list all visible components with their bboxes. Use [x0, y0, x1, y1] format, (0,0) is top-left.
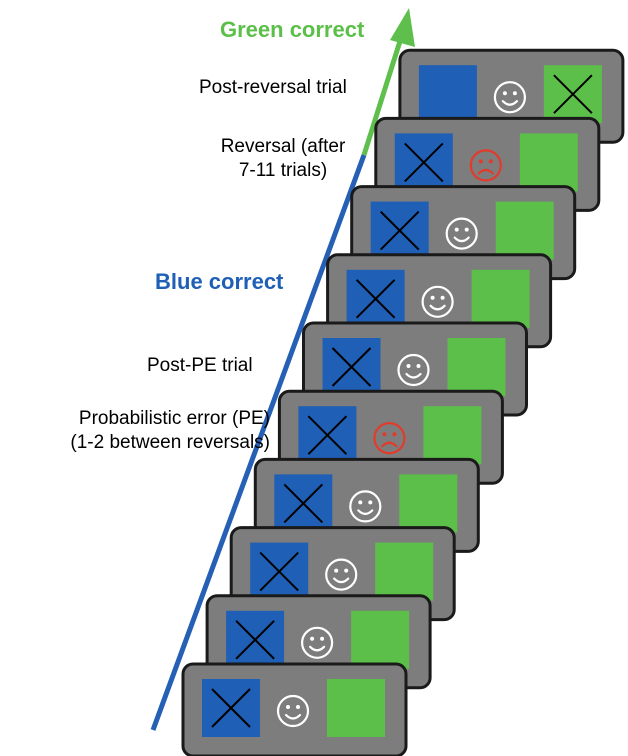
happy-face-icon — [301, 626, 334, 659]
green-option — [471, 269, 530, 328]
post-pe-label: Post-PE trial — [147, 355, 253, 376]
choice-x-icon — [307, 415, 348, 455]
choice-x-icon — [211, 688, 251, 728]
green-option — [423, 406, 482, 465]
reversal-label: Reversal (after 7-11 trials) — [206, 135, 360, 183]
pe-label-line1: Probabilistic error (PE) — [78, 408, 270, 429]
reversal-label-line2: 7-11 trials) — [238, 160, 328, 181]
choice-x-icon — [379, 210, 420, 251]
happy-face-icon — [445, 217, 478, 250]
arrowhead-icon — [390, 8, 415, 47]
blue-option — [418, 65, 477, 124]
blue-phase-arrow — [150, 154, 367, 731]
happy-face-icon — [421, 285, 454, 318]
choice-x-icon — [355, 279, 396, 319]
green-phase-arrow — [361, 37, 404, 156]
choice-x-icon — [553, 74, 593, 114]
happy-face-icon — [349, 490, 382, 523]
green-option — [399, 474, 458, 533]
green-option — [447, 338, 506, 396]
happy-face-icon — [493, 81, 526, 114]
sad-face-icon — [469, 149, 502, 182]
green-option — [327, 679, 385, 737]
happy-face-icon — [325, 558, 358, 591]
green-option — [495, 201, 554, 260]
choice-x-icon — [283, 483, 324, 524]
pe-label: Probabilistic error (PE) (1-2 between re… — [6, 407, 270, 455]
green-correct-label: Green correct — [220, 17, 365, 42]
green-option — [375, 542, 434, 601]
choice-x-icon — [331, 347, 372, 387]
blue-correct-label: Blue correct — [155, 269, 284, 294]
pe-label-line2: (1-2 between reversals) — [70, 432, 270, 453]
reversal-label-line1: Reversal (after — [220, 136, 346, 157]
choice-x-icon — [235, 620, 275, 660]
happy-face-icon — [276, 694, 310, 728]
post-reversal-label: Post-reversal trial — [199, 77, 347, 98]
choice-x-icon — [259, 551, 299, 592]
trial-card — [181, 662, 408, 756]
green-option — [519, 133, 578, 192]
happy-face-icon — [397, 353, 430, 387]
green-option — [351, 610, 410, 669]
sad-face-icon — [373, 422, 406, 455]
choice-x-icon — [404, 142, 444, 183]
